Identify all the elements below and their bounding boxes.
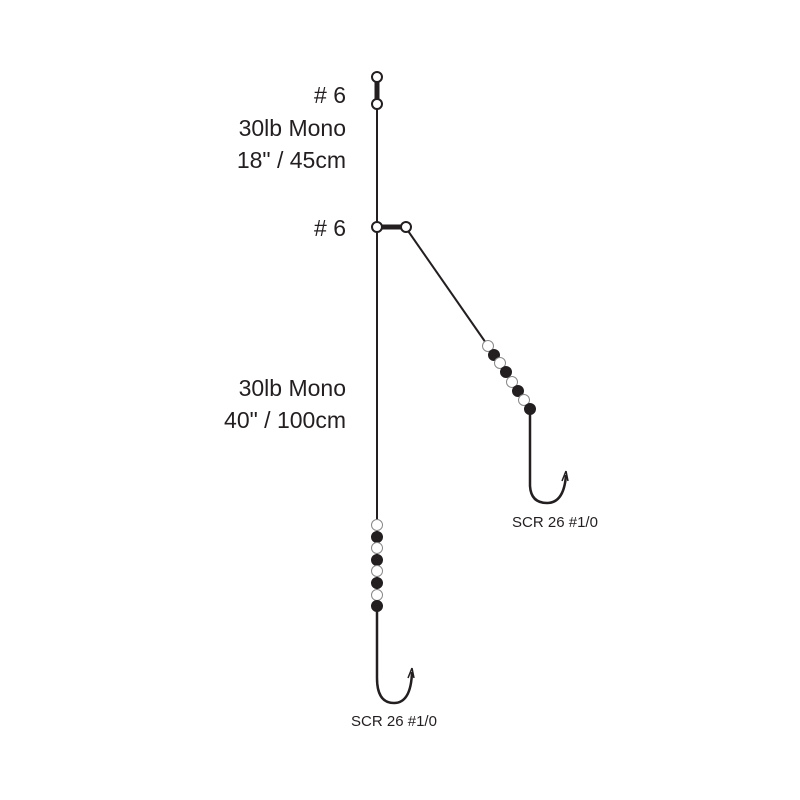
black-bead: [371, 577, 383, 589]
main-hook-label: SCR 26 #1/0: [351, 713, 437, 730]
white-bead: [506, 376, 518, 388]
black-bead: [512, 385, 524, 397]
white-bead: [371, 542, 383, 554]
lower-line-length-label: 40" / 100cm: [224, 407, 346, 433]
middle-swivel-ring-right: [400, 221, 412, 233]
black-bead: [371, 531, 383, 543]
white-bead: [371, 519, 383, 531]
top-swivel-label: # 6: [314, 82, 346, 108]
main-line-beads: [371, 519, 383, 612]
branch-line: [405, 227, 487, 344]
upper-line-material-label: 30lb Mono: [239, 115, 346, 141]
main-hook: [375, 600, 414, 705]
black-bead: [488, 349, 500, 361]
middle-swivel-label: # 6: [314, 215, 346, 241]
black-bead: [371, 554, 383, 566]
white-bead: [371, 589, 383, 601]
upper-line-length-label: 18" / 45cm: [237, 147, 346, 173]
branch-hook: [528, 409, 568, 505]
black-bead: [500, 366, 512, 378]
branch-line-beads: [482, 340, 536, 415]
white-bead: [494, 357, 506, 369]
white-bead: [371, 565, 383, 577]
black-bead: [371, 600, 383, 612]
white-bead: [518, 394, 530, 406]
main-hook-barb: [407, 667, 415, 679]
branch-hook-label: SCR 26 #1/0: [512, 514, 598, 531]
branch-hook-barb: [561, 470, 569, 482]
white-bead: [482, 340, 494, 352]
black-bead: [524, 403, 536, 415]
top-swivel-ring-upper: [371, 71, 383, 83]
lower-line-material-label: 30lb Mono: [239, 375, 346, 401]
top-swivel-ring-lower: [371, 98, 383, 110]
middle-swivel-ring-left: [371, 221, 383, 233]
